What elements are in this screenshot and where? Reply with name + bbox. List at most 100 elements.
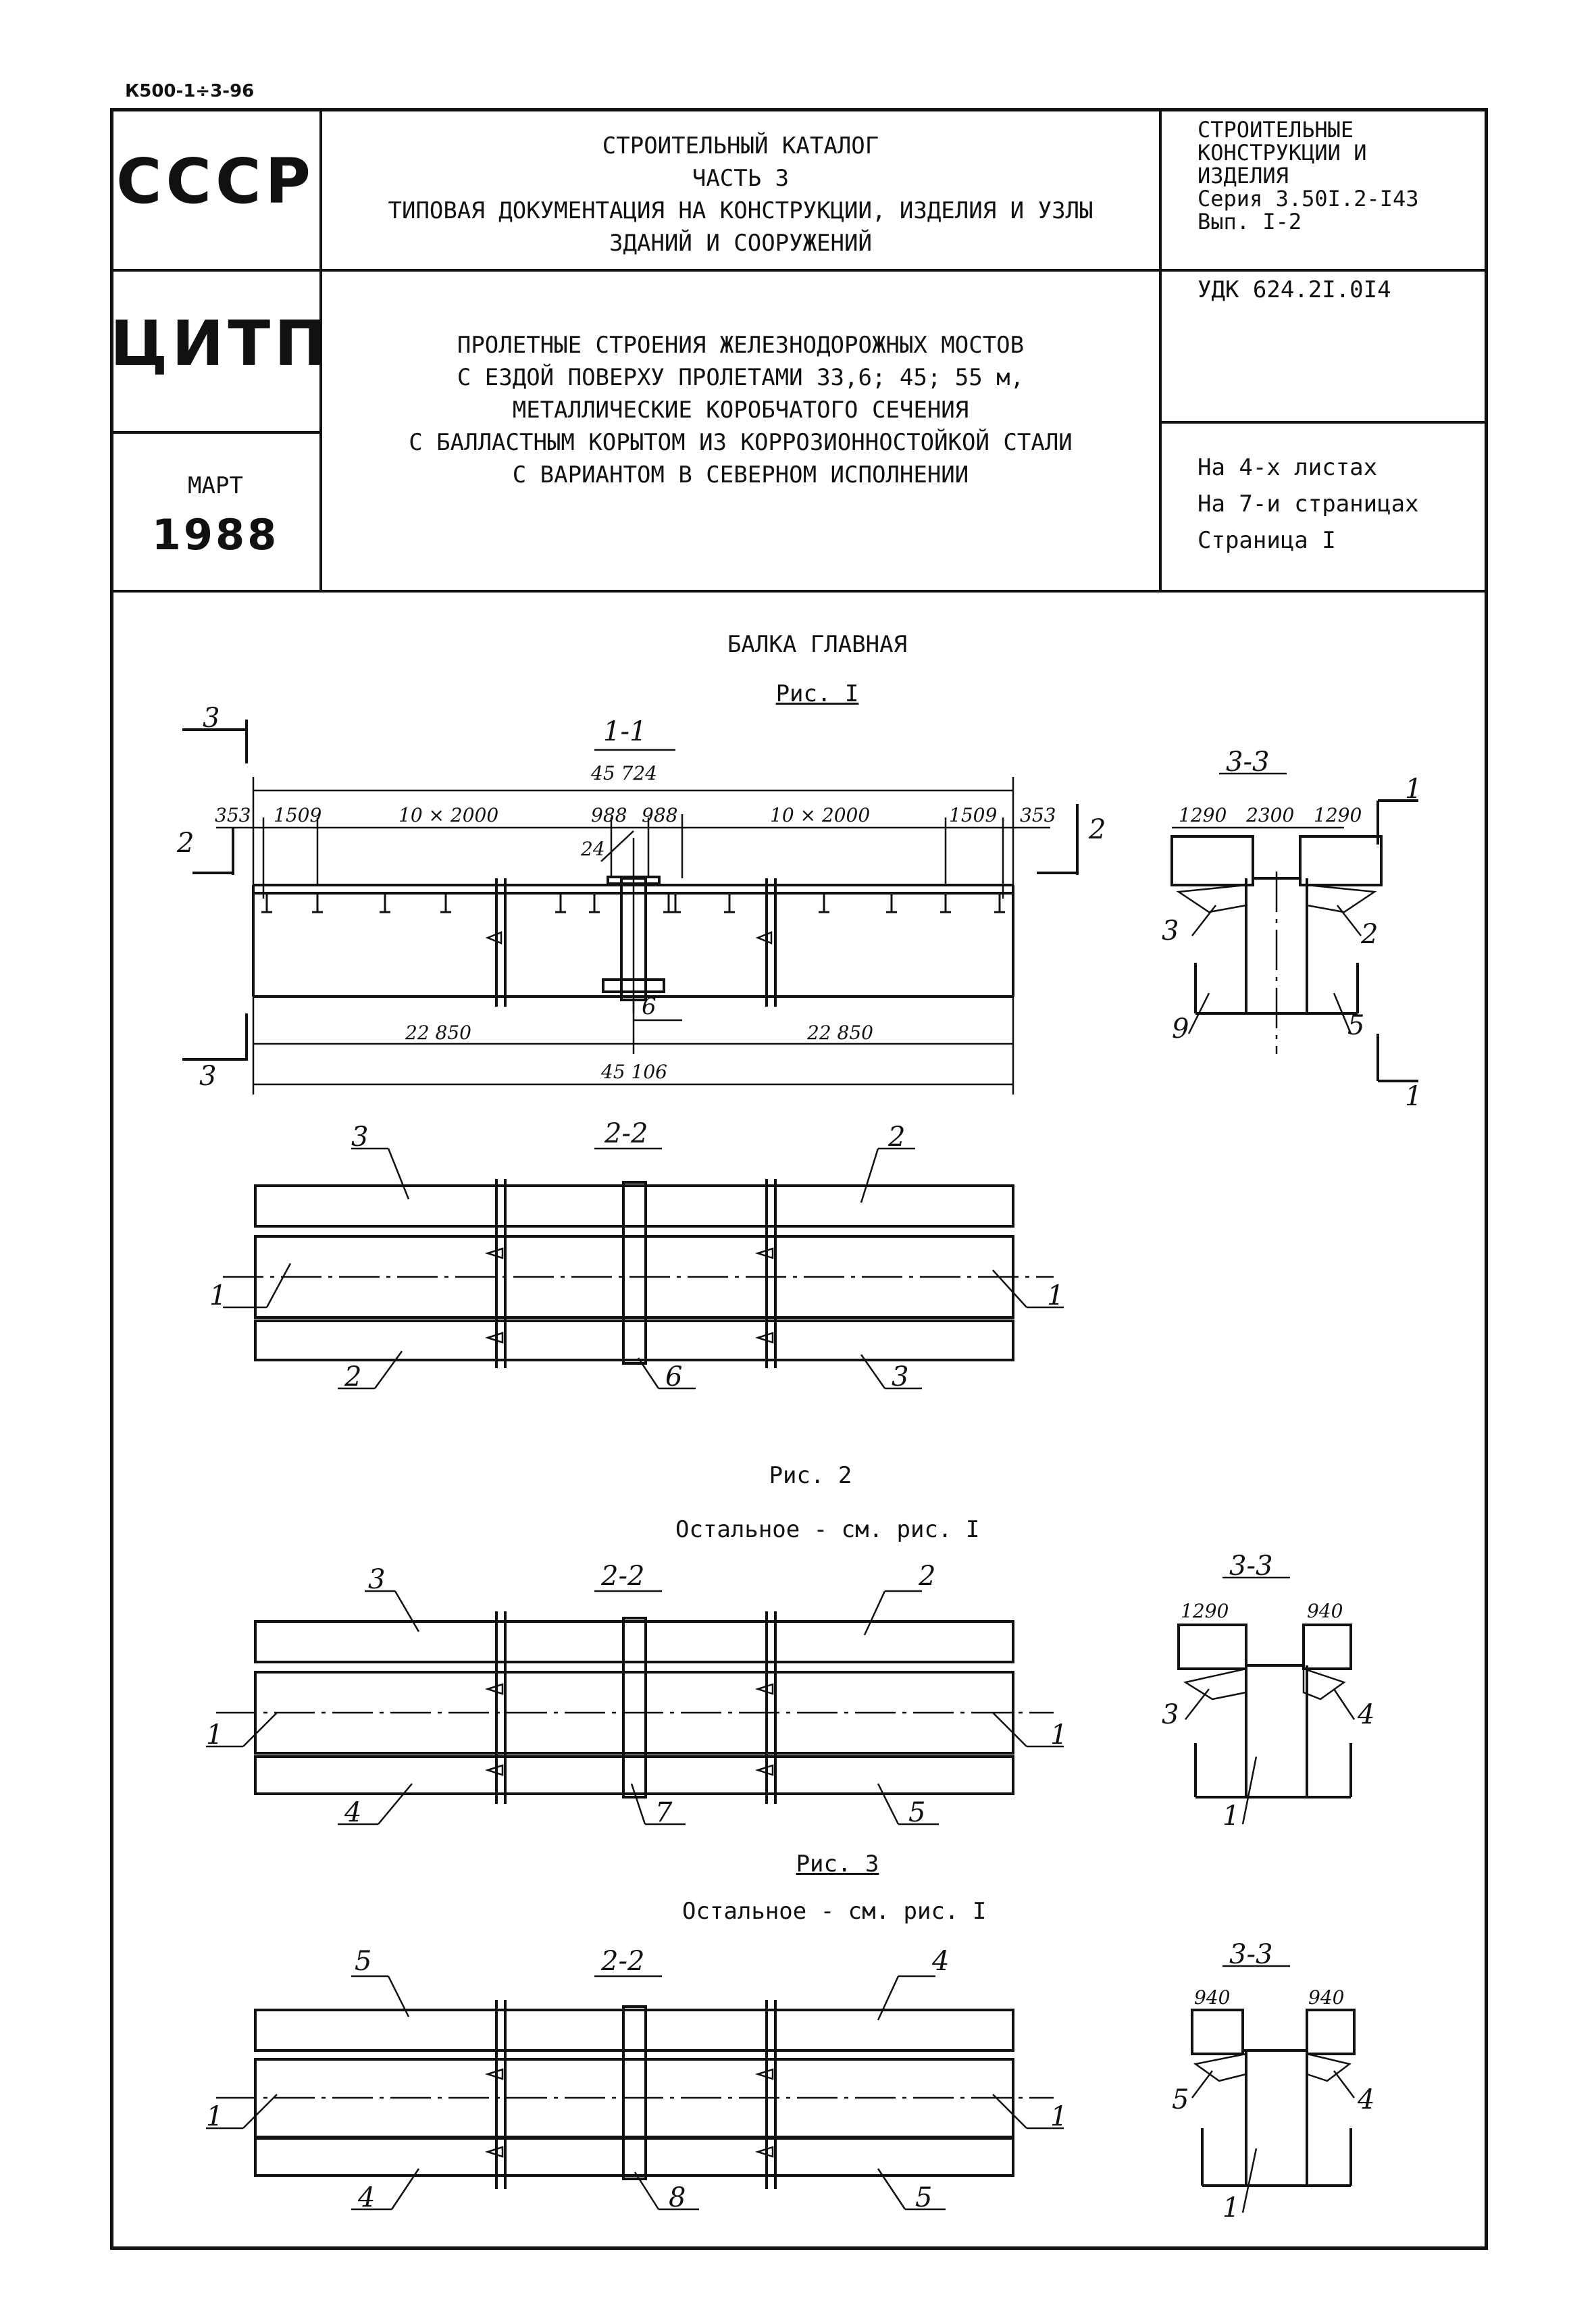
title-line: С ВАРИАНТОМ В СЕВЕРНОМ ИСПОЛНЕНИИ [512, 461, 969, 488]
title-line: С ЕЗДОЙ ПОВЕРХУ ПРОЛЕТАМИ 33,6; 45; 55 м… [457, 364, 1025, 391]
title-block: ПРОЛЕТНЫЕ СТРОЕНИЯ ЖЕЛЕЗНОДОРОЖНЫХ МОСТО… [321, 329, 1160, 491]
catalog-block: СТРОИТЕЛЬНЫЙ КАТАЛОГ ЧАСТЬ 3 ТИПОВАЯ ДОК… [321, 130, 1160, 259]
dim-33-fig2-b: 940 [1307, 1600, 1343, 1622]
main-title: БАЛКА ГЛАВНАЯ [727, 631, 908, 658]
dim-left-1509: 1509 [274, 804, 322, 826]
callout-33-fig1-3: 3 [1162, 915, 1179, 947]
catalog-line: ЗДАНИЙ И СООРУЖЕНИЙ [609, 230, 872, 257]
drawing-frame [110, 108, 1488, 2250]
callout-plan2-5: 5 [908, 1797, 926, 1828]
callout-plan1-1b: 1 [1047, 1280, 1064, 1311]
dim-stiffener: 24 [581, 838, 605, 860]
section-2-2-fig1: 2-2 [604, 1118, 648, 1149]
catalog-line: СТРОИТЕЛЬНЫЙ КАТАЛОГ [602, 132, 879, 159]
callout-33-fig3-1: 1 [1222, 2192, 1240, 2223]
dim-left-span: 10 × 2000 [398, 804, 499, 826]
callout-33-fig2-3: 3 [1162, 1699, 1179, 1730]
year-label: 1988 [151, 510, 280, 559]
dim-left-half: 22 850 [405, 1022, 471, 1044]
section-line: СТРОИТЕЛЬНЫЕ [1198, 117, 1354, 143]
section-line: КОНСТРУКЦИИ И [1198, 140, 1367, 166]
dim-total-bottom: 45 106 [601, 1061, 667, 1083]
dim-left-end: 353 [215, 804, 251, 826]
callout-plan3-1a: 1 [206, 2101, 224, 2132]
callout-33-fig1-9: 9 [1172, 1013, 1189, 1045]
sheets-line: На 7-и страницах [1198, 491, 1419, 518]
section-1-1: 1-1 [603, 716, 647, 747]
dim-mid-right: 988 [642, 804, 678, 826]
dim-right-half: 22 850 [807, 1022, 873, 1044]
sheets-block: На 4-х листах На 7-и страницах Страница … [1198, 449, 1419, 559]
dim-33-fig1-a: 1290 [1179, 804, 1227, 826]
dim-33-fig2-a: 1290 [1181, 1600, 1229, 1622]
dim-right-span: 10 × 2000 [770, 804, 871, 826]
callout-plan2-4: 4 [344, 1797, 362, 1828]
dim-33-fig1-b: 2300 [1246, 804, 1295, 826]
section-line: Серия 3.50I.2-I43 [1198, 186, 1419, 211]
document-code: К500-1÷3-96 [125, 81, 255, 101]
udk-code: УДК 624.2I.0I4 [1198, 276, 1391, 303]
callout-plan1-6: 6 [665, 1361, 683, 1392]
callout-plan2-1a: 1 [206, 1719, 224, 1751]
callout-6-side: 6 [642, 993, 657, 1020]
callout-plan1-3: 3 [351, 1122, 369, 1153]
fig2-note: Остальное - см. рис. I [675, 1516, 980, 1543]
callout-33-fig2-4: 4 [1358, 1699, 1375, 1730]
section-2-2-fig3: 2-2 [601, 1946, 645, 1977]
callout-plan3-4b: 4 [358, 2182, 376, 2213]
callout-plan3-1b: 1 [1050, 2101, 1068, 2132]
callout-plan1-3b: 3 [892, 1361, 909, 1392]
catalog-line: ТИПОВАЯ ДОКУМЕНТАЦИЯ НА КОНСТРУКЦИИ, ИЗД… [388, 197, 1093, 224]
catalog-line: ЧАСТЬ 3 [692, 165, 790, 192]
cut-mark-3-bottom: 3 [199, 1061, 217, 1092]
dim-33-fig3-b: 940 [1308, 1986, 1345, 2009]
fig3-title: Рис. 3 [796, 1851, 879, 1878]
section-3-3-fig1: 3-3 [1226, 747, 1270, 778]
month-label: МАРТ [188, 472, 243, 499]
callout-plan2-1b: 1 [1050, 1719, 1068, 1751]
callout-plan3-8: 8 [669, 2182, 686, 2213]
title-line: МЕТАЛЛИЧЕСКИЕ КОРОБЧАТОГО СЕЧЕНИЯ [512, 397, 969, 424]
fig3-note: Остальное - см. рис. I [682, 1898, 987, 1925]
fig2-title: Рис. 2 [769, 1462, 852, 1489]
callout-33-fig1-5: 5 [1347, 1010, 1365, 1041]
dim-mid-left: 988 [591, 804, 627, 826]
citp-label: ЦИТП [110, 307, 331, 380]
callout-plan2-7: 7 [655, 1797, 673, 1828]
callout-plan1-2b: 2 [344, 1361, 362, 1392]
ussr-label: СССР [116, 145, 315, 218]
dim-right-end: 353 [1020, 804, 1056, 826]
callout-33-fig3-4: 4 [1358, 2084, 1375, 2115]
callout-33-fig3-5: 5 [1172, 2084, 1189, 2115]
cut-mark-1-top: 1 [1405, 774, 1422, 805]
section-3-3-fig3: 3-3 [1229, 1939, 1273, 1970]
fig1-title: Рис. I [775, 680, 859, 707]
title-line: ПРОЛЕТНЫЕ СТРОЕНИЯ ЖЕЛЕЗНОДОРОЖНЫХ МОСТО… [457, 332, 1025, 359]
callout-plan2-3: 3 [368, 1564, 386, 1595]
cut-mark-3-top: 3 [203, 703, 220, 734]
callout-plan1-2: 2 [888, 1122, 906, 1153]
section-block: СТРОИТЕЛЬНЫЕ КОНСТРУКЦИИ И ИЗДЕЛИЯ Серия… [1198, 118, 1419, 233]
section-3-3-fig2: 3-3 [1229, 1551, 1273, 1582]
callout-plan3-5b: 5 [915, 2182, 933, 2213]
callout-33-fig1-2: 2 [1361, 919, 1379, 950]
cut-mark-1-bottom: 1 [1405, 1081, 1422, 1112]
sheets-line: На 4-х листах [1198, 454, 1378, 481]
section-line: ИЗДЕЛИЯ [1198, 163, 1289, 188]
cut-mark-2-right: 2 [1089, 814, 1106, 845]
section-2-2-fig2: 2-2 [601, 1561, 645, 1592]
cut-mark-2-left: 2 [177, 828, 195, 859]
callout-plan3-4: 4 [932, 1946, 950, 1977]
dim-total-top: 45 724 [591, 762, 657, 784]
callout-plan1-1a: 1 [209, 1280, 227, 1311]
dim-33-fig3-a: 940 [1194, 1986, 1231, 2009]
section-line: Вып. I-2 [1198, 209, 1302, 234]
